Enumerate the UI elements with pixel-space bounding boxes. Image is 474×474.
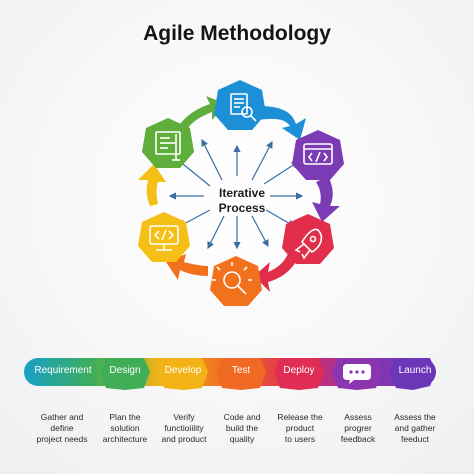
node-purple [292,130,344,180]
ray-down-left [207,215,225,250]
blueprint-icon [155,131,181,161]
stage-desc-requirement: Gather and define project needs [28,412,96,445]
node-blue [214,80,266,130]
segment-launch [390,358,436,390]
desc-line: product [285,423,315,433]
stage-label-test: Test [231,365,251,376]
cycle-arrow-red [254,254,298,292]
ray-up-right [251,140,273,181]
stage-desc-design: Plan the solution architecture [91,412,159,445]
desc-line: Assess [344,412,372,422]
stage-desc-launch: Assess the and gather feeduct [381,412,449,445]
code-monitor-icon [149,225,179,251]
desc-line: Assess the [394,412,436,422]
segment-develop [158,358,208,390]
stage-desc-deploy: Release the product to users [266,412,334,445]
desc-line: solution [110,423,140,433]
segment-test [216,358,266,390]
node-red [282,214,334,264]
desc-line: and product [161,434,207,444]
cycle-arrow-purple [312,176,340,222]
stage-desc-develop: Verify functioiility and product [150,412,218,445]
stage-label-design: Design [109,365,141,376]
cycle-arrow-green [180,96,226,128]
rocket-icon [294,228,323,260]
code-window-icon [303,143,333,165]
desc-line: project needs [36,434,88,444]
segment-design [100,358,150,390]
stage-label-launch: Launch [398,365,432,376]
desc-line: and gather [394,423,436,433]
node-orange [210,256,262,306]
desc-line: to users [284,434,316,444]
desc-line: progrer [344,423,372,433]
desc-line: feedback [340,434,376,444]
desc-line: Gather and [40,412,84,422]
center-label: Iterative Process [192,186,292,216]
desc-line: build the [225,423,259,433]
ray-up-left [201,138,223,181]
center-label-line1: Iterative [218,186,266,200]
agile-cycle-diagram [138,80,344,306]
stage-label-deploy: Deploy [283,365,315,376]
desc-line: define [50,423,74,433]
segment-deploy [274,358,324,390]
stage-desc-test: Code and build the quality [208,412,276,445]
desc-line: quality [229,434,255,444]
lightbulb-search-icon [212,262,252,295]
desc-line: Verify [173,412,195,422]
ray-down-right [251,215,269,248]
desc-line: Plan the [109,412,141,422]
cycle-arrow-yellow [138,164,166,206]
node-yellow [138,212,190,262]
stage-label-develop: Develop [164,365,202,376]
chat-bubble-icon [343,364,371,384]
center-label-line2: Process [218,201,266,215]
cycle-arrow-blue [258,106,306,140]
radiating-arrows [168,138,304,250]
ray-upper-right [263,161,300,185]
node-green [142,118,194,168]
stage-label-requirement: Requirement [34,365,92,376]
desc-line: Code and [223,412,261,422]
page-title: Agile Methodology [143,22,331,45]
desc-line: Release the [277,412,323,422]
ray-upper-left [177,159,211,187]
stage-desc-feedback: Assess progrer feedback [324,412,392,445]
stage-pill-bar [24,358,436,390]
desc-line: feeduct [401,434,429,444]
desc-line: functioiility [164,423,204,433]
document-search-icon [230,93,257,122]
desc-line: architecture [102,434,148,444]
